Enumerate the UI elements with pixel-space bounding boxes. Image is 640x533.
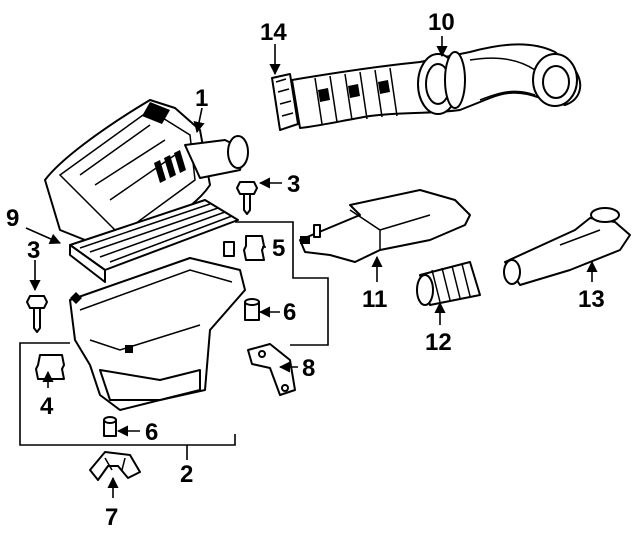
callout-1: 1	[195, 85, 208, 112]
part-11-resonator	[299, 189, 471, 263]
part-13-intake-tube	[503, 207, 631, 286]
callout-14: 14	[260, 19, 287, 46]
callout-11: 11	[362, 286, 387, 313]
callout-6-bottom: 6	[145, 419, 158, 446]
callout-10: 10	[428, 9, 455, 36]
callout-6-right: 6	[283, 299, 296, 326]
callout-13: 13	[578, 286, 605, 313]
housing-group-box	[19, 342, 236, 446]
callout-3-upper: 3	[287, 171, 300, 198]
part-10-intake-duct	[291, 43, 582, 129]
part-3-bolt-upper	[236, 181, 258, 215]
part-4-mount	[35, 354, 65, 380]
callout-7: 7	[105, 504, 118, 531]
part-12-hose	[416, 261, 481, 306]
callout-3-lower: 3	[27, 237, 40, 264]
part-7-bracket	[89, 451, 141, 481]
air-filter-element	[69, 199, 239, 283]
callout-4: 4	[40, 393, 54, 420]
part-6-grommet-right	[244, 298, 260, 321]
callout-12: 12	[425, 329, 452, 356]
part-5-grommet	[243, 235, 265, 261]
callout-2: 2	[180, 461, 193, 488]
part-5-grommet-small	[223, 241, 235, 257]
part-2-lower-housing	[69, 257, 246, 411]
part-6-grommet-bottom	[103, 416, 117, 437]
callout-8: 8	[302, 355, 315, 382]
part-8-bracket	[247, 343, 296, 396]
callout-5: 5	[272, 235, 285, 262]
part-3-bolt-lower	[26, 295, 48, 333]
callout-9: 9	[6, 205, 19, 232]
mount-group-box	[235, 221, 329, 346]
part-14-seal	[271, 73, 299, 131]
